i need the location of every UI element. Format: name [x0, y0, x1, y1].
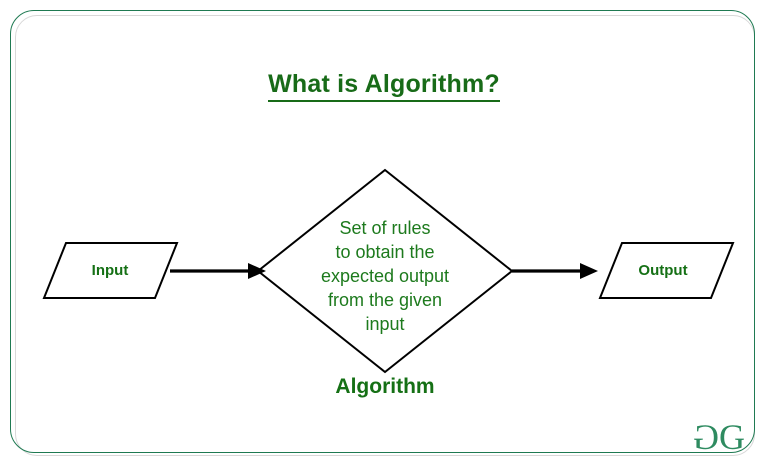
output-node-shape[interactable]	[598, 242, 735, 299]
edge-input-to-algorithm	[170, 263, 266, 279]
page-title-text: What is Algorithm?	[268, 70, 500, 102]
algorithm-label-line-2: to obtain the	[335, 242, 435, 262]
algorithm-node-caption: Algorithm	[335, 375, 435, 398]
input-node-label: Input	[91, 262, 129, 279]
output-node-label: Output	[638, 262, 688, 279]
page-title: What is Algorithm?	[0, 70, 768, 102]
input-node-shape[interactable]	[42, 242, 179, 299]
geeksforgeeks-logo: GG	[694, 417, 752, 457]
algorithm-label-line-3: expected output	[320, 266, 450, 286]
algorithm-label-line-5: input	[365, 314, 405, 334]
logo-mirrored-g: G	[694, 417, 719, 457]
frame-outer-border	[10, 10, 755, 453]
algorithm-node-label: Set of rules to obtain the expected outp…	[285, 216, 485, 336]
logo-g: G	[719, 417, 745, 457]
edge-algorithm-to-output	[512, 263, 598, 279]
algorithm-node-shape[interactable]	[256, 168, 514, 374]
algorithm-label-line-4: from the given	[327, 290, 443, 310]
algorithm-label-line-1: Set of rules	[339, 218, 431, 238]
